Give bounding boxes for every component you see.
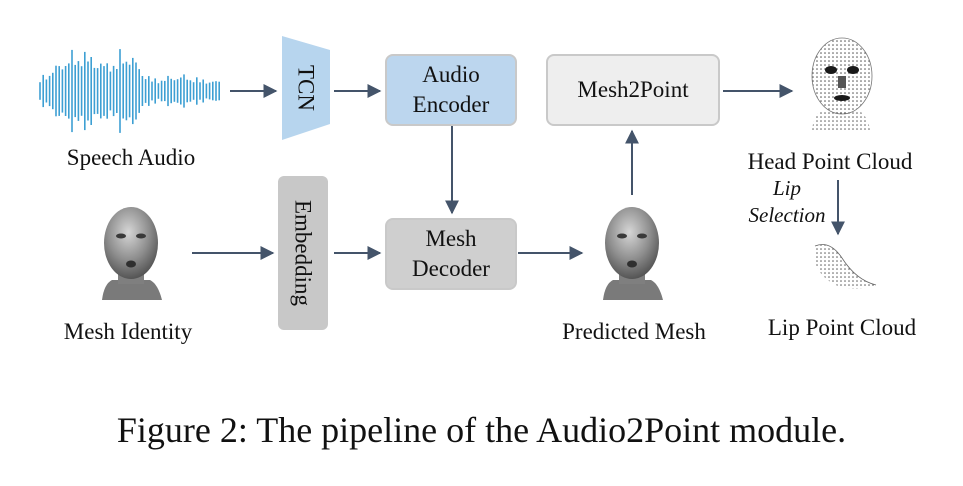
- lip-selection-label-line1: Lip: [772, 176, 802, 200]
- audio-encoder-label-line2: Encoder: [412, 92, 490, 117]
- head-point-cloud-label: Head Point Cloud: [747, 149, 913, 174]
- mesh-decoder-block: Mesh Decoder: [385, 218, 517, 290]
- figure-caption: Figure 2: The pipeline of the Audio2Poin…: [116, 410, 847, 450]
- tcn-label: TCN: [293, 65, 319, 111]
- embedding-block: [278, 176, 328, 330]
- mesh-decoder-label-line1: Mesh: [425, 226, 477, 251]
- tcn-block: [282, 36, 330, 140]
- head-point-cloud-image: [811, 37, 873, 130]
- speech-audio-label: Speech Audio: [66, 145, 196, 170]
- lip-point-cloud-image: [814, 244, 877, 289]
- speech-waveform: [39, 49, 220, 133]
- mesh-identity-head-image: [102, 207, 162, 300]
- audio-encoder-label-line1: Audio: [422, 62, 480, 87]
- embedding-label: Embedding: [290, 199, 316, 307]
- lip-selection-label-line2: Selection: [748, 203, 826, 227]
- predicted-mesh-head-image: [603, 207, 663, 300]
- predicted-mesh-label: Predicted Mesh: [562, 319, 706, 344]
- audio-encoder-block: Audio Encoder: [385, 54, 517, 126]
- mesh-decoder-label-line2: Decoder: [412, 256, 490, 281]
- mesh2point-block: Mesh2Point: [546, 54, 720, 126]
- lip-point-cloud-label: Lip Point Cloud: [767, 315, 917, 340]
- arrows: [192, 84, 845, 260]
- mesh2point-label: Mesh2Point: [577, 77, 689, 102]
- mesh-identity-label: Mesh Identity: [63, 319, 193, 344]
